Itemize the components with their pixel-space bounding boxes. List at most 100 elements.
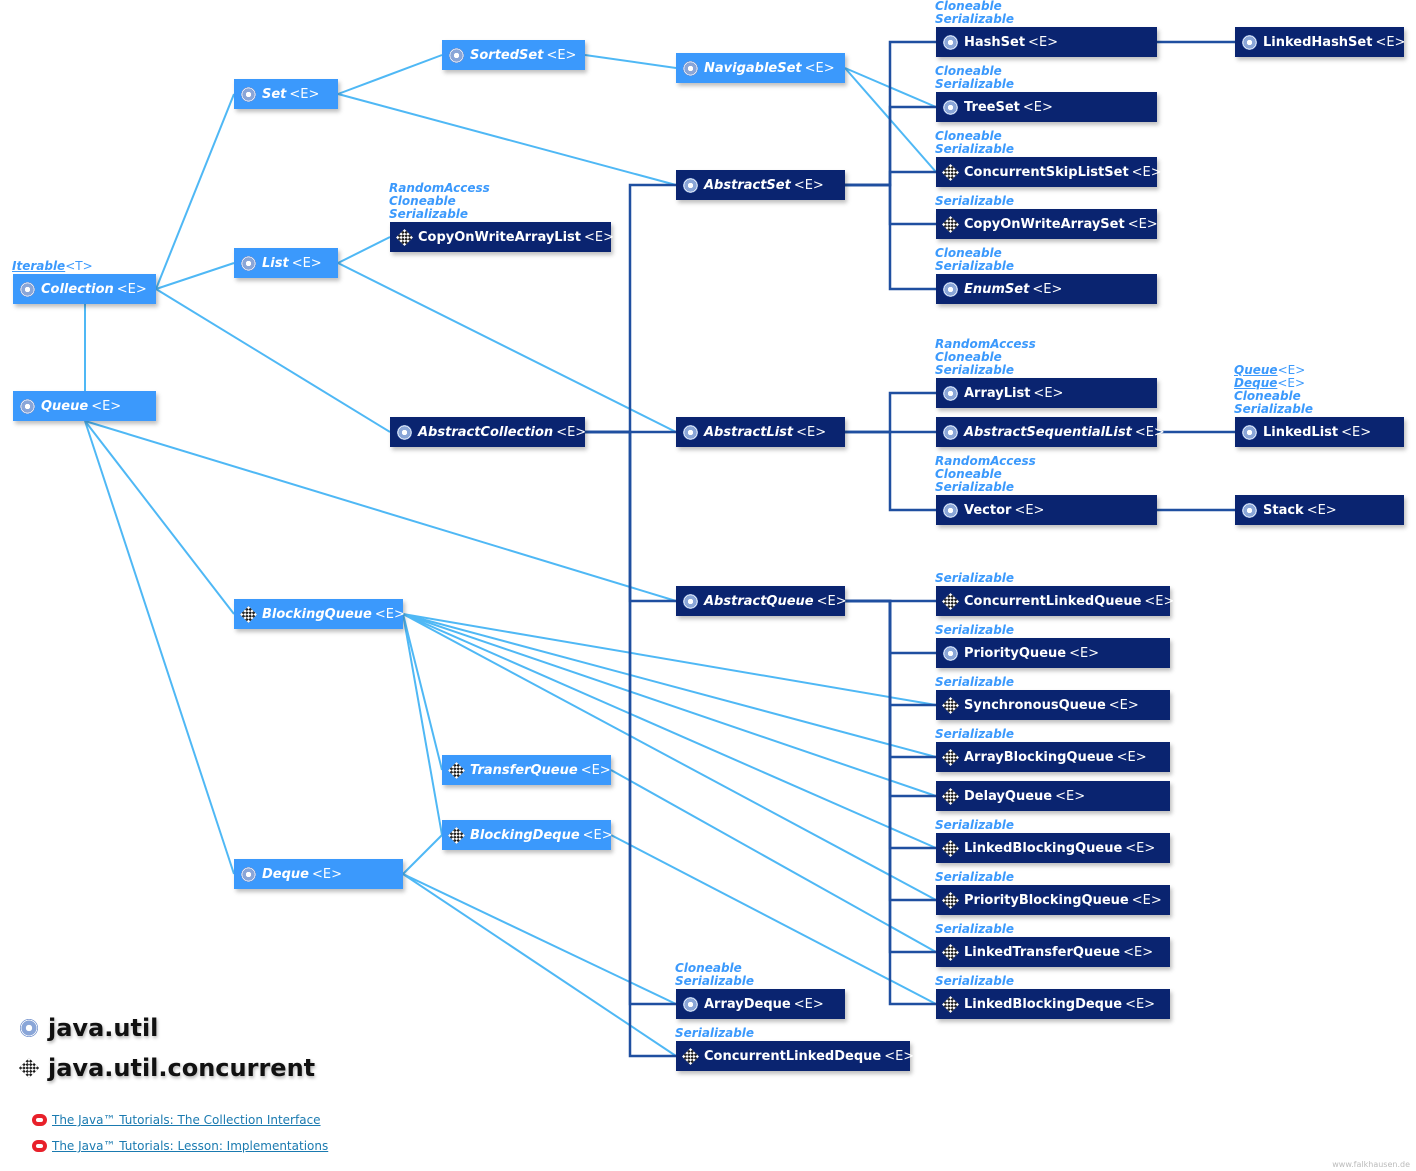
type-node-transfer-queue[interactable]: TransferQueue<E>: [442, 755, 611, 785]
type-node-abstract-queue[interactable]: AbstractQueue<E>: [676, 586, 847, 616]
type-node-set[interactable]: Set<E>: [234, 79, 338, 109]
type-node-priority-blocking-queue[interactable]: PriorityBlockingQueue<E>: [936, 885, 1170, 915]
annotation-text: Cloneable: [675, 961, 742, 975]
type-node-linked-hash-set[interactable]: LinkedHashSet<E>: [1235, 27, 1405, 57]
edge-blocking-queue-to-delay-queue: [402, 613, 937, 797]
type-name: LinkedTransferQueue: [964, 944, 1121, 960]
type-node-synchronous-queue[interactable]: SynchronousQueue<E>: [936, 690, 1170, 720]
type-name: CopyOnWriteArrayList: [418, 229, 581, 245]
type-node-array-list[interactable]: ArrayList<E>: [936, 378, 1157, 408]
type-node-vector[interactable]: Vector<E>: [936, 495, 1157, 525]
type-generic: <E>: [1055, 788, 1086, 804]
type-node-queue[interactable]: Queue<E>: [13, 391, 156, 421]
type-generic: <E>: [116, 281, 147, 297]
type-node-copy-on-write-array-set[interactable]: CopyOnWriteArraySet<E>: [936, 209, 1158, 239]
tutorial-link-collection[interactable]: The Java™ Tutorials: The Collection Inte…: [32, 1113, 321, 1127]
annotation-line[interactable]: Iterable<T>: [12, 260, 93, 273]
annotation-text: Serializable: [935, 142, 1015, 156]
annotation-line[interactable]: Queue<E>: [1234, 364, 1313, 377]
edge-transfer-queue-to-linked-transfer-queue: [610, 769, 937, 953]
edge-collection-to-abstract-collection: [155, 288, 391, 433]
type-generic: <E>: [1028, 34, 1059, 50]
type-node-hash-set[interactable]: HashSet<E>: [936, 27, 1157, 57]
type-name: AbstractQueue: [704, 593, 814, 609]
type-node-blocking-queue[interactable]: BlockingQueue<E>: [234, 599, 405, 629]
annotation-line: Cloneable: [389, 195, 490, 208]
type-node-copy-on-write-array-list[interactable]: CopyOnWriteArrayList<E>: [390, 222, 614, 252]
tutorial-link-implementations[interactable]: The Java™ Tutorials: Lesson: Implementat…: [32, 1139, 328, 1153]
type-node-concurrent-linked-deque[interactable]: ConcurrentLinkedDeque<E>: [676, 1041, 914, 1071]
type-name: Vector: [964, 502, 1012, 518]
type-name: BlockingQueue: [262, 606, 372, 622]
annotation-text: Cloneable: [935, 129, 1002, 143]
type-node-abstract-collection[interactable]: AbstractCollection<E>: [390, 417, 586, 447]
type-node-abstract-set[interactable]: AbstractSet<E>: [676, 170, 845, 200]
edge-collection-to-set: [155, 93, 235, 290]
type-name: HashSet: [964, 34, 1026, 50]
type-node-tree-set[interactable]: TreeSet<E>: [936, 92, 1157, 122]
annotation-text[interactable]: Queue: [1234, 363, 1278, 377]
checker-icon: [942, 943, 959, 961]
type-node-abstract-list[interactable]: AbstractList<E>: [676, 417, 845, 447]
tutorial-link-collection-label[interactable]: The Java™ Tutorials: The Collection Inte…: [52, 1113, 321, 1127]
type-node-array-deque[interactable]: ArrayDeque<E>: [676, 989, 845, 1019]
type-node-stack[interactable]: Stack<E>: [1235, 495, 1404, 525]
annotation-line: RandomAccess: [935, 338, 1036, 351]
type-name: LinkedBlockingQueue: [964, 840, 1123, 856]
annotation-text[interactable]: Iterable: [12, 259, 66, 273]
type-generic: <E>: [1069, 645, 1100, 661]
annotation-text: Serializable: [935, 571, 1015, 585]
type-node-deque[interactable]: Deque<E>: [234, 859, 403, 889]
annotation-text: Cloneable: [935, 64, 1002, 78]
type-node-navigable-set[interactable]: NavigableSet<E>: [676, 53, 845, 83]
annotation-text: Serializable: [935, 675, 1015, 689]
type-node-concurrent-skip-list-set[interactable]: ConcurrentSkipListSet<E>: [936, 157, 1162, 187]
annotation-line[interactable]: Deque<E>: [1234, 377, 1313, 390]
annotation-synchronous-queue: Serializable: [935, 676, 1014, 689]
annotation-line: Cloneable: [935, 468, 1036, 481]
annotation-text: Serializable: [389, 207, 469, 221]
annotation-concurrent-linked-queue: Serializable: [935, 572, 1014, 585]
annotation-linked-transfer-queue: Serializable: [935, 923, 1014, 936]
type-name: ConcurrentLinkedQueue: [964, 593, 1142, 609]
type-node-enum-set[interactable]: EnumSet<E>: [936, 274, 1157, 304]
type-node-concurrent-linked-queue[interactable]: ConcurrentLinkedQueue<E>: [936, 586, 1174, 616]
type-node-linked-blocking-deque[interactable]: LinkedBlockingDeque<E>: [936, 989, 1170, 1019]
annotation-line: Cloneable: [935, 130, 1014, 143]
annotation-line: Serializable: [1234, 403, 1313, 416]
checker-icon: [942, 995, 959, 1013]
type-node-linked-transfer-queue[interactable]: LinkedTransferQueue<E>: [936, 937, 1170, 967]
type-node-blocking-deque[interactable]: BlockingDeque<E>: [442, 820, 613, 850]
annotation-text: Serializable: [935, 363, 1015, 377]
type-generic: <E>: [804, 60, 835, 76]
credit: www.falkhausen.de: [1332, 1160, 1410, 1169]
type-node-abstract-sequential-list[interactable]: AbstractSequentialList<E>: [936, 417, 1165, 447]
annotation-line: Cloneable: [935, 65, 1014, 78]
type-node-array-blocking-queue[interactable]: ArrayBlockingQueue<E>: [936, 742, 1170, 772]
type-node-list[interactable]: List<E>: [234, 248, 338, 278]
annotation-text: RandomAccess: [935, 454, 1036, 468]
type-generic: <E>: [1022, 99, 1053, 115]
edge-abstract-collection-to-concurrent-linked-deque: [585, 430, 676, 1058]
annotation-line: Serializable: [935, 364, 1036, 377]
type-node-collection[interactable]: Collection<E>: [13, 274, 156, 304]
type-generic: <E>: [1033, 385, 1064, 401]
edge-sorted-set-to-navigable-set: [584, 54, 677, 69]
type-node-linked-blocking-queue[interactable]: LinkedBlockingQueue<E>: [936, 833, 1170, 863]
annotation-text[interactable]: Deque: [1234, 376, 1278, 390]
tutorial-link-implementations-label[interactable]: The Java™ Tutorials: Lesson: Implementat…: [52, 1139, 329, 1153]
type-generic: <E>: [796, 424, 827, 440]
type-name: AbstractList: [704, 424, 794, 440]
type-name: PriorityQueue: [964, 645, 1067, 661]
type-node-sorted-set[interactable]: SortedSet<E>: [442, 40, 585, 70]
type-node-priority-queue[interactable]: PriorityQueue<E>: [936, 638, 1170, 668]
type-node-linked-list[interactable]: LinkedList<E>: [1235, 417, 1404, 447]
type-node-delay-queue[interactable]: DelayQueue<E>: [936, 781, 1170, 811]
legend-util-label: java.util: [48, 1014, 159, 1042]
gear-icon: [20, 1019, 38, 1037]
